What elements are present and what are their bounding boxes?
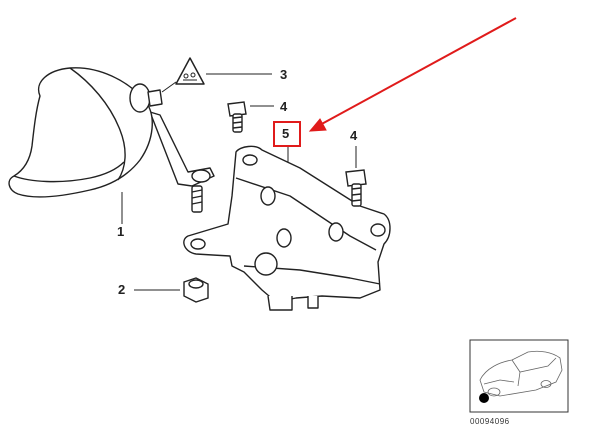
bracket-hole [260,186,276,206]
highlight-arrow-shaft [317,17,517,127]
bracket-hole [190,238,206,250]
horn [8,67,215,213]
warning-label [175,57,205,85]
car-outline-icon [479,350,563,397]
callout-5: 5 [282,126,289,141]
bracket [183,145,391,311]
callout-4-right: 4 [350,128,358,143]
vehicle-location-thumbnail: 00094096 [469,339,569,426]
callout-1: 1 [117,224,124,239]
bracket-hole [276,228,292,248]
hex-nut [183,277,209,303]
horn-mounting-strap [149,111,215,187]
callout-3: 3 [280,67,287,82]
horn-terminal [147,89,163,107]
horn-stud-bolt [191,185,203,213]
horn-bell [8,67,153,198]
location-dot [479,393,489,403]
highlight-arrow-head [308,118,327,132]
thumbnail-code: 00094096 [470,417,510,426]
highlight-box [273,121,301,147]
horn-back-cap [129,83,151,113]
callout-2: 2 [118,282,125,297]
bolt-right [345,169,367,207]
bracket-hole [242,154,258,166]
bracket-hole [370,223,386,237]
bolt-top [227,101,247,133]
callout-4-top: 4 [280,99,288,114]
bracket-clip [267,295,293,311]
bracket-hole [328,222,344,242]
leader-lines [121,73,357,291]
leader-3-to-horn [161,81,177,93]
bracket-plug [254,252,278,276]
bracket-plate [183,145,391,303]
warning-triangle-icon [175,57,205,85]
